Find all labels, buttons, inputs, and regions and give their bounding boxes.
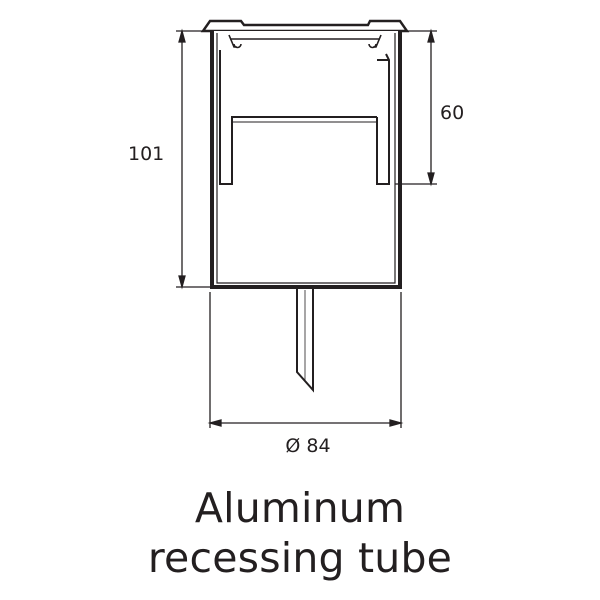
label-diameter-84: Ø 84 — [285, 435, 330, 457]
left-clip — [228, 34, 242, 49]
dimension-101 — [176, 28, 210, 290]
dimension-84 — [207, 292, 404, 428]
bracket-left — [219, 50, 377, 185]
tube-inner-wall — [216, 33, 396, 284]
label-101: 101 — [128, 143, 164, 165]
caption-subtitle: recessing tube — [147, 534, 453, 582]
right-clip — [368, 34, 382, 49]
bracket-right — [376, 53, 390, 185]
top-flange — [200, 19, 410, 33]
caption-title: Aluminum — [194, 484, 406, 532]
cable — [296, 289, 314, 393]
tube-body — [210, 31, 402, 289]
dimension-60 — [395, 28, 437, 187]
label-60: 60 — [440, 102, 464, 124]
